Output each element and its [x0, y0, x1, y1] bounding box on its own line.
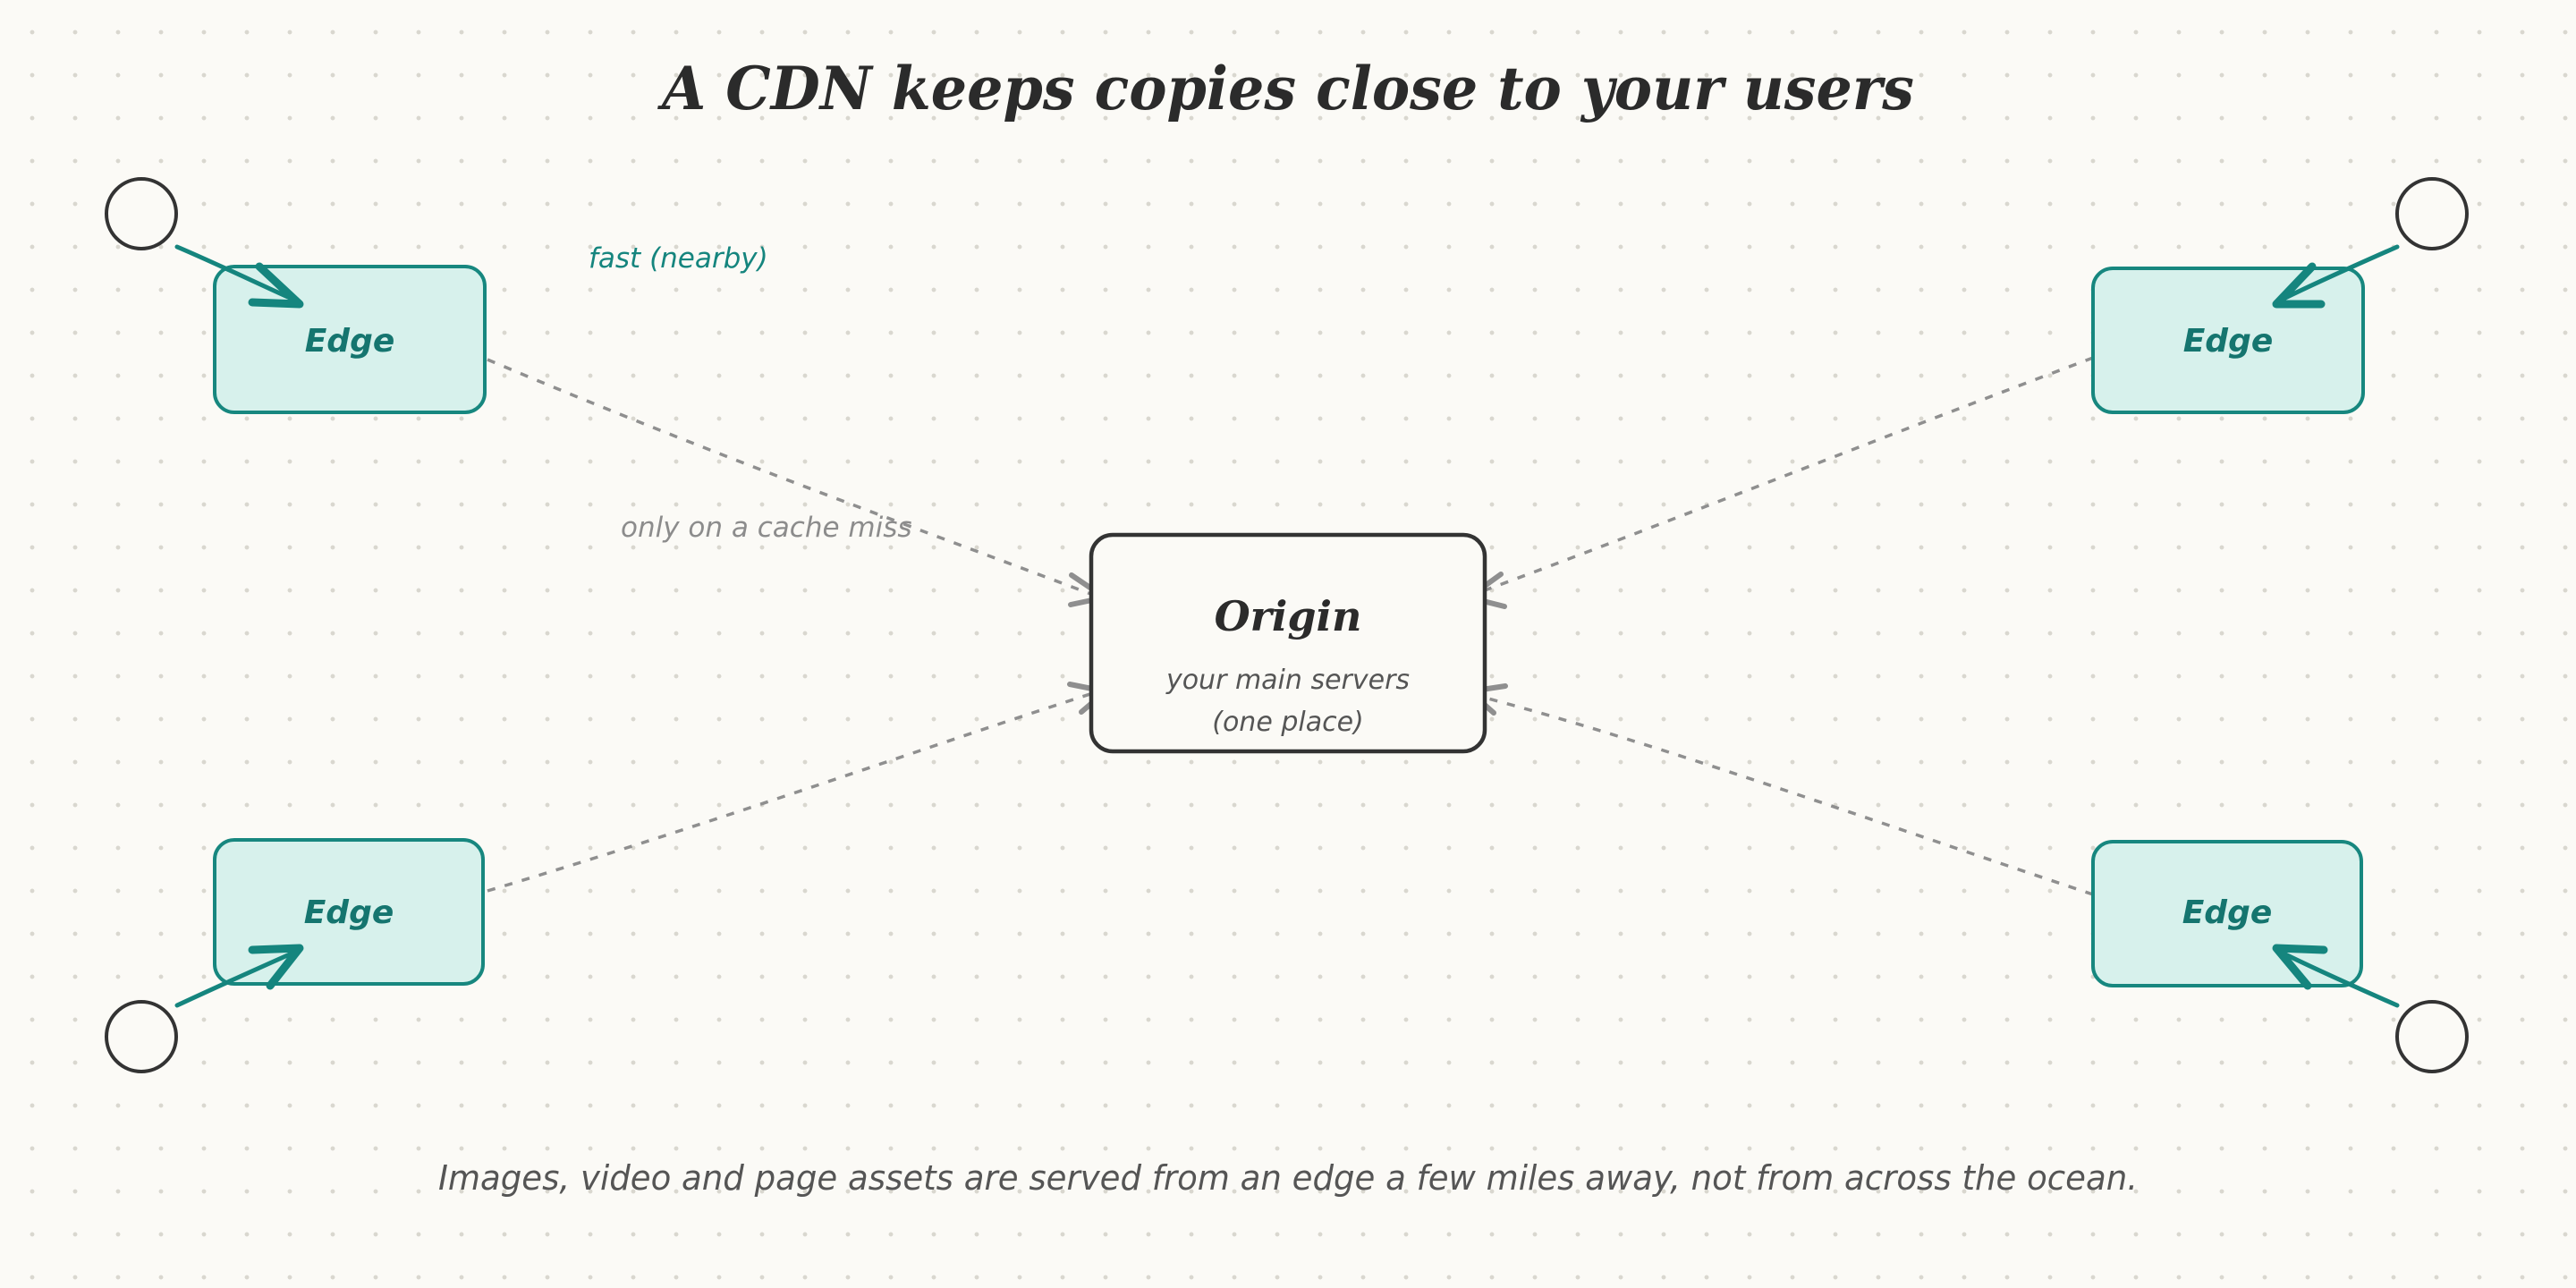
origin-title: Origin: [1215, 592, 1362, 640]
edge-label: Edge: [305, 323, 395, 360]
edge-node-top-right[interactable]: Edge: [2091, 267, 2365, 414]
user-node-bottom-right[interactable]: [2395, 1000, 2469, 1073]
fetch-line-bottom-right: [1484, 696, 2094, 896]
user-node-bottom-left[interactable]: [105, 1000, 178, 1073]
fetch-line-top-left: [487, 358, 1094, 597]
user-node-top-left[interactable]: [105, 177, 178, 250]
fetch-line-top-right: [1484, 356, 2094, 592]
edge-node-top-left[interactable]: Edge: [213, 265, 487, 414]
edge-label: Edge: [2183, 323, 2274, 360]
diagram-title: A CDN keeps copies close to your users: [657, 54, 1914, 123]
arrowhead-user-top-right: [2272, 262, 2326, 309]
edge-label: Edge: [2182, 894, 2273, 931]
edge-label: Edge: [304, 894, 394, 931]
annotation-fast-nearby: fast (nearby): [589, 242, 768, 275]
diagram-caption: Images, video and page assets are served…: [438, 1158, 2138, 1198]
edge-node-bottom-right[interactable]: Edge: [2091, 840, 2363, 987]
origin-subtitle-line1: your main servers: [1165, 665, 1410, 696]
edge-node-bottom-left[interactable]: Edge: [213, 838, 485, 986]
origin-subtitle-line2: (one place): [1212, 707, 1363, 738]
arrowhead-user-bottom-left: [248, 944, 304, 990]
origin-node[interactable]: Origin your main servers (one place): [1089, 532, 1487, 754]
fetch-line-bottom-left: [487, 691, 1094, 893]
arrowhead-user-top-left: [248, 262, 304, 309]
user-arrow-bottom-left: [174, 947, 302, 1008]
annotation-cache-miss: only on a cache miss: [621, 512, 912, 544]
user-node-top-right[interactable]: [2395, 177, 2469, 250]
user-arrow-bottom-right: [2274, 947, 2400, 1008]
arrowhead-user-bottom-right: [2272, 944, 2328, 990]
